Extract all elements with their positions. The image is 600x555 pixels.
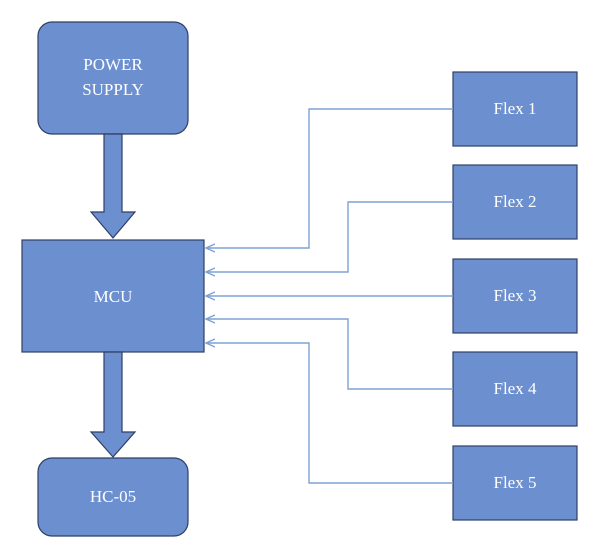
flex-3-label: Flex 3 — [494, 286, 537, 305]
flex-1-block: Flex 1 — [452, 71, 578, 147]
flex-4-connector — [206, 319, 453, 390]
flex-5-label: Flex 5 — [494, 473, 537, 492]
power-supply-label-line1: POWER — [83, 55, 143, 74]
hc05-block: HC-05 — [37, 457, 189, 537]
flex-2-connector — [206, 201, 453, 272]
power-supply-label-line2: SUPPLY — [82, 80, 144, 99]
flex-4-block: Flex 4 — [452, 351, 578, 427]
power-supply-block: POWER SUPPLY — [37, 21, 189, 135]
flex-5-connector — [206, 343, 453, 484]
flex-3-block: Flex 3 — [452, 258, 578, 334]
power-to-mcu-arrow — [89, 133, 137, 239]
flex-2-label: Flex 2 — [494, 192, 537, 211]
mcu-block: MCU — [21, 239, 205, 353]
flex-1-label: Flex 1 — [494, 99, 537, 118]
hc05-label: HC-05 — [90, 487, 136, 506]
mcu-label: MCU — [94, 287, 133, 306]
mcu-to-hc05-arrow — [89, 351, 137, 458]
flex-1-connector — [206, 108, 453, 248]
flex-2-block: Flex 2 — [452, 164, 578, 240]
flex-4-label: Flex 4 — [494, 379, 537, 398]
flex-5-block: Flex 5 — [452, 445, 578, 521]
